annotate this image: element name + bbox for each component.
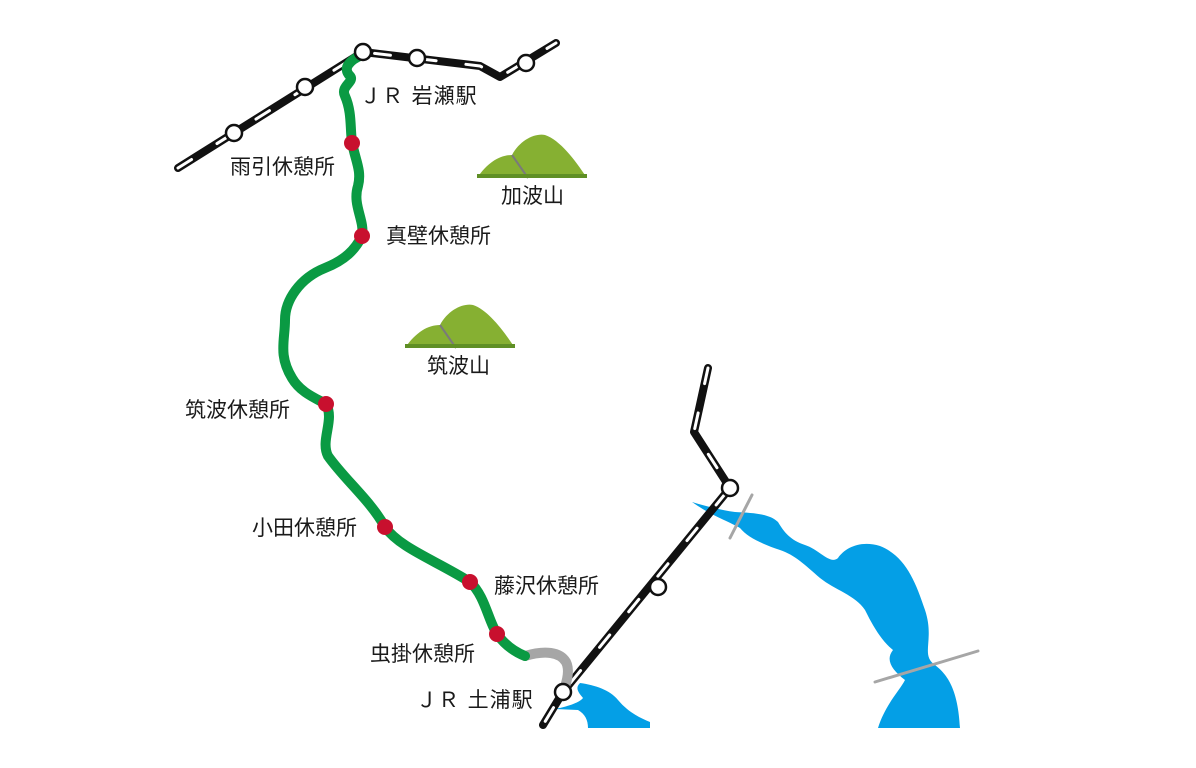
rest-stop-label-fujisawa: 藤沢休憩所 xyxy=(494,574,599,598)
cycling-route xyxy=(278,50,530,661)
station-marker-tsuchiura[interactable] xyxy=(553,682,573,702)
rest-stop-label-oda: 小田休憩所 xyxy=(252,516,357,540)
rest-stop-marker-makabe[interactable] xyxy=(354,228,370,244)
mountain-label-kaba: 加波山 xyxy=(501,184,564,208)
rest-stop-label-mushikake: 虫掛休憩所 xyxy=(370,642,475,666)
rest-stop-marker-oda[interactable] xyxy=(377,519,393,535)
rest-stop-marker-fujisawa[interactable] xyxy=(462,574,478,590)
station-marker xyxy=(224,123,244,143)
station-marker xyxy=(720,478,740,498)
station-marker xyxy=(295,77,315,97)
mountain-icon-kaba xyxy=(477,134,587,179)
mountain-icon-tsukuba xyxy=(405,304,515,349)
rest-stop-marker-tsukuba[interactable] xyxy=(318,396,334,412)
station-marker xyxy=(516,53,536,73)
station-label-tsuchiura: ＪＲ 土浦駅 xyxy=(416,688,534,712)
bridge-lines xyxy=(728,493,980,684)
lake-water xyxy=(555,502,960,728)
rest-stop-label-makabe: 真壁休憩所 xyxy=(386,224,491,248)
station-marker xyxy=(648,577,668,597)
rest-stop-marker-amabiki[interactable] xyxy=(344,135,360,151)
rail-stations xyxy=(224,42,740,702)
rest-stop-marker-mushikake[interactable] xyxy=(489,626,505,642)
route-connector xyxy=(520,647,573,697)
rest-stop-markers xyxy=(318,135,505,642)
rest-stop-label-tsukuba: 筑波休憩所 xyxy=(185,398,290,422)
mountain-label-tsukuba: 筑波山 xyxy=(427,354,490,378)
station-label-iwase: ＪＲ 岩瀬駅 xyxy=(360,84,478,108)
rest-stop-label-amabiki: 雨引休憩所 xyxy=(230,155,335,179)
station-marker-iwase[interactable] xyxy=(353,42,373,62)
station-marker xyxy=(407,48,427,68)
